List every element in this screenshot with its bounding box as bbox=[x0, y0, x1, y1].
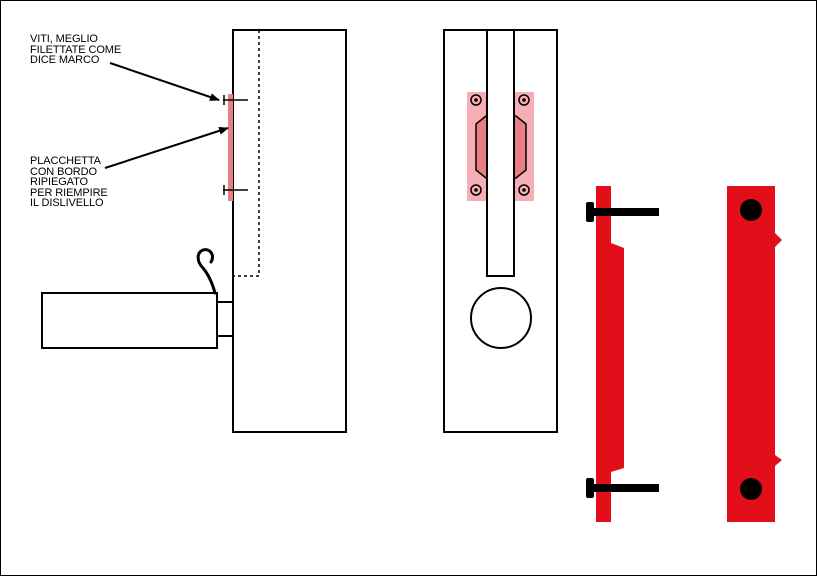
lock-hole bbox=[470, 287, 532, 349]
front-view bbox=[443, 29, 558, 433]
screw-top bbox=[223, 95, 248, 105]
plate-front-red bbox=[727, 186, 782, 522]
screws-note-line: FILETTATE COME bbox=[30, 43, 122, 56]
detail-hole-top bbox=[740, 199, 762, 221]
bolt-collar bbox=[216, 301, 234, 337]
screw-bottom bbox=[223, 185, 248, 195]
side-view bbox=[41, 29, 347, 433]
plate-side-red bbox=[596, 186, 624, 522]
plate-note-line: RIPIEGATO bbox=[30, 176, 88, 188]
plate-side bbox=[228, 94, 233, 201]
screws-note: VITI, MEGLIO FILETTATE COME DICE MARCO bbox=[30, 34, 121, 66]
screws-note-line: VITI, MEGLIO bbox=[30, 33, 98, 45]
hidden-recess-outline bbox=[233, 30, 260, 277]
detail-hole-bottom bbox=[740, 478, 762, 500]
arrow-screws bbox=[109, 62, 220, 101]
plate-note-line: PER RIEMPIRE bbox=[30, 186, 108, 199]
screw-hole-top-left bbox=[470, 94, 482, 106]
screws-note-line: DICE MARCO bbox=[30, 54, 100, 66]
plate-side-detail bbox=[586, 186, 659, 522]
bolt-slot bbox=[486, 29, 515, 277]
screw-hole-bottom-left bbox=[470, 184, 482, 196]
plate-note-line: CON BORDO bbox=[30, 165, 97, 178]
screw-hole-bottom-right bbox=[518, 184, 530, 196]
door-frame-side bbox=[232, 29, 347, 433]
plate-note-line: PLACCHETTA bbox=[30, 155, 101, 167]
detail-screw-top bbox=[586, 202, 659, 222]
plate-note: PLACCHETTA CON BORDO RIPIEGATO PER RIEMP… bbox=[30, 156, 108, 209]
plate-front-detail bbox=[727, 186, 782, 522]
hook bbox=[196, 248, 217, 295]
plate-note-line: IL DISLIVELLO bbox=[30, 197, 104, 209]
screw-hole-top-right bbox=[518, 94, 530, 106]
detail-screw-bottom bbox=[586, 478, 659, 498]
lock-bolt bbox=[41, 292, 218, 349]
arrow-plate bbox=[104, 126, 229, 169]
